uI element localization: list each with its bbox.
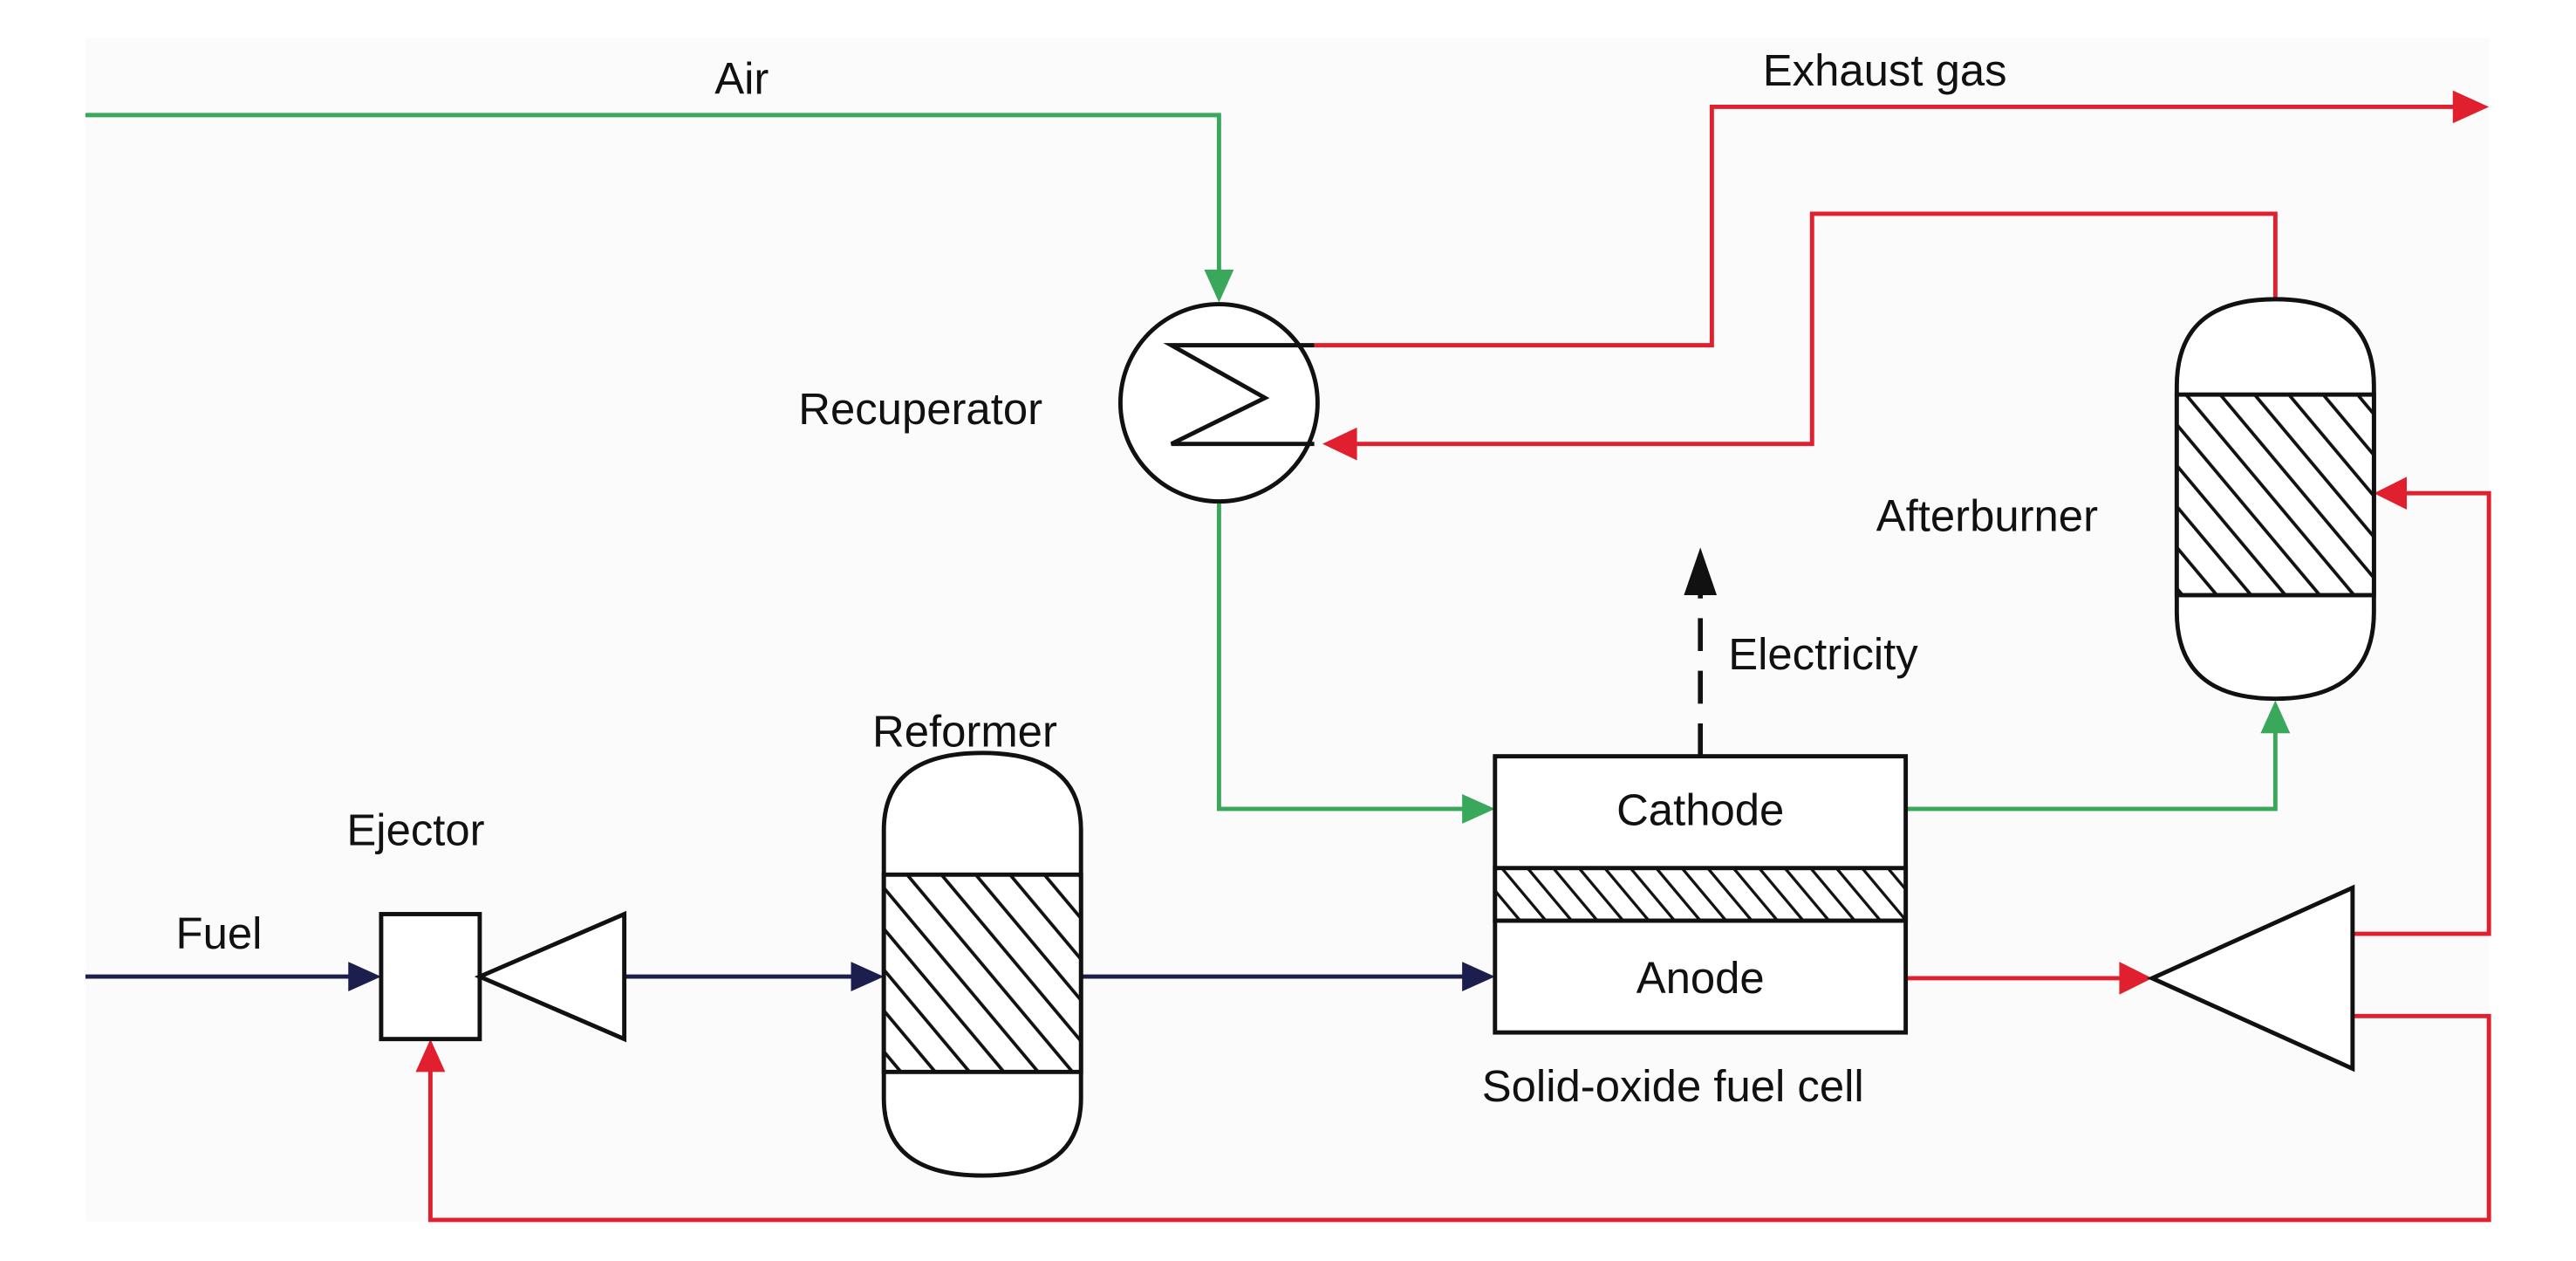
recuperator-label: Recuperator (798, 384, 1042, 434)
exhaust-arrow-icon (2452, 90, 2490, 124)
splitter-inlet-arrow-icon (2119, 962, 2153, 995)
afterburner-label: Afterburner (1876, 491, 2098, 541)
ejector (379, 910, 627, 1043)
anode-inlet-arrow-icon (1462, 962, 1495, 992)
cathode-outlet-line (1905, 723, 2278, 812)
sofc-electrolyte (1493, 866, 1909, 923)
fuel-arrow-icon (348, 962, 381, 992)
sofc (1493, 754, 1909, 1035)
electricity-arrow-icon (1684, 547, 1718, 595)
air-arrow-icon (1204, 269, 1234, 303)
fuel-stream (85, 962, 1495, 992)
reformer-label: Reformer (872, 706, 1057, 756)
exhaust-gas-label: Exhaust gas (1763, 45, 2007, 95)
air-label: Air (714, 53, 769, 103)
reformer (881, 750, 1083, 1178)
afterburner-inlet-arrow-icon (2260, 700, 2291, 734)
air-stream (85, 113, 2291, 824)
ejector-chamber (379, 912, 482, 1042)
anode-label: Anode (1636, 953, 1765, 1003)
diagram-panel (85, 38, 2490, 1222)
electricity-label: Electricity (1728, 629, 1918, 679)
splitter (2147, 884, 2355, 1073)
afterburner-side-inlet-arrow-icon (2374, 476, 2408, 511)
air-preheated-line (1216, 503, 1471, 812)
splitter-to-afterburner-line (2352, 490, 2491, 936)
cathode-label: Cathode (1616, 785, 1784, 835)
reformer-catalyst-bed (881, 872, 1083, 1074)
reformer-inlet-arrow-icon (851, 962, 885, 992)
cathode-inlet-arrow-icon (1462, 793, 1495, 824)
fuel-label: Fuel (176, 908, 263, 958)
afterburner-outlet-line (1350, 211, 2278, 447)
anode-recycle-line (427, 1013, 2491, 1223)
ejector-label: Ejector (346, 805, 484, 854)
exhaust-gas-line (1314, 105, 2456, 348)
air-inlet-line (85, 113, 1221, 280)
recuperator-hot-inlet-arrow-icon (1322, 427, 1357, 461)
afterburner (2174, 297, 2376, 702)
afterburner-catalyst-bed (2174, 392, 2376, 598)
exhaust-stream (415, 90, 2491, 1223)
heat-exchanger-coil-icon (1163, 343, 1315, 447)
ejector-nozzle (474, 910, 627, 1043)
recuperator (1117, 302, 1320, 504)
sofc-label: Solid-oxide fuel cell (1482, 1061, 1864, 1111)
ejector-recycle-arrow-icon (415, 1038, 446, 1073)
